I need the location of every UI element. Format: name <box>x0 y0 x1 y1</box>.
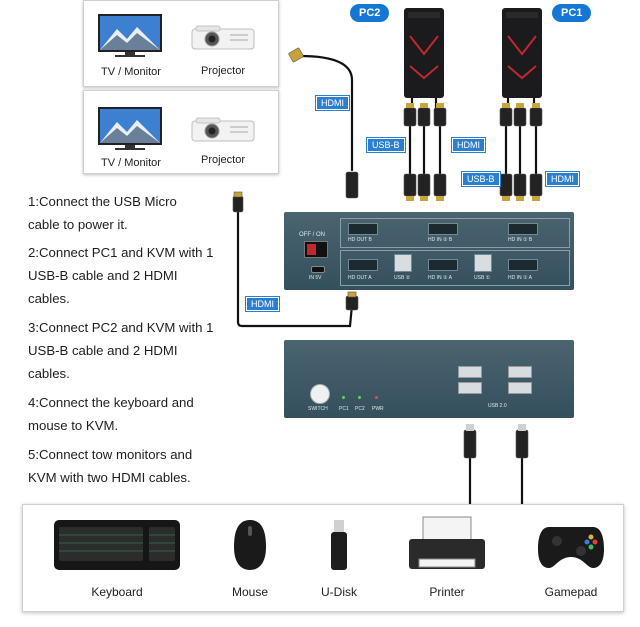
usb-port-1 <box>458 366 482 378</box>
pc2-tower-icon <box>404 8 444 98</box>
step-2: 2:Connect PC1 and KVM with 1 USB-B cable… <box>28 245 214 306</box>
projector-label: Projector <box>200 154 246 166</box>
tv-monitor-label: TV / Monitor <box>101 157 161 169</box>
switch-button[interactable] <box>310 384 330 404</box>
hdmi-tag-pc2: HDMI <box>452 138 485 152</box>
kvm-back-panel: OFF / ON IN 5V HD OUT B HD IN ② B HD IN … <box>284 212 574 290</box>
hd-out-b-port <box>348 223 378 235</box>
pc1-tower-icon <box>502 8 542 98</box>
pc1-led-label: PC1 <box>339 406 349 412</box>
usb-1-label: USB ① <box>474 275 491 281</box>
u-disk-label: U-Disk <box>321 585 357 599</box>
step-1: 1:Connect the USB Micro cable to power i… <box>28 194 177 232</box>
power-switch[interactable] <box>304 241 328 258</box>
step-5: 5:Connect tow monitors and KVM with two … <box>28 447 193 485</box>
output-panel-bottom: TV / Monitor Projector <box>83 90 279 174</box>
tv-monitor-icon <box>98 107 162 150</box>
hd-out-b-label: HD OUT B <box>348 237 372 243</box>
pc1-led <box>342 396 345 399</box>
mouse-label: Mouse <box>231 585 269 599</box>
hd-in-1a-port <box>508 259 538 271</box>
step-4: 4:Connect the keyboard and mouse to KVM. <box>28 395 194 433</box>
hd-in-1a-label: HD IN ① A <box>508 275 532 281</box>
hd-in-2b-port <box>428 223 458 235</box>
tv-monitor-label: TV / Monitor <box>101 66 161 78</box>
projector-label: Projector <box>200 65 246 77</box>
usb-b-tag-pc1: USB-B <box>462 172 500 186</box>
output-panel-top: TV / Monitor Projector <box>83 0 279 87</box>
usb-b-tag-pc2: USB-B <box>367 138 405 152</box>
usb-2-port <box>394 254 412 272</box>
pwr-led <box>375 396 378 399</box>
usb20-label: USB 2.0 <box>488 403 507 409</box>
hd-in-2a-port <box>428 259 458 271</box>
printer-label: Printer <box>429 585 465 599</box>
tv-monitor-icon <box>98 14 162 57</box>
hdmi-tag-left: HDMI <box>246 297 279 311</box>
hdmi-tag-monitor: HDMI <box>316 96 349 110</box>
kvm-front-panel: SWITCH PC1 PC2 PWR USB 2.0 <box>284 340 574 418</box>
step-3: 3:Connect PC2 and KVM with 1 USB-B cable… <box>28 320 214 381</box>
hd-in-2a-label: HD IN ② A <box>428 275 452 281</box>
mouse-icon <box>234 520 266 570</box>
pwr-led-label: PWR <box>372 406 384 412</box>
hd-in-2b-label: HD IN ② B <box>428 237 453 243</box>
micro-usb-port <box>311 266 325 273</box>
hd-in-1b-label: HD IN ① B <box>508 237 533 243</box>
u-disk-icon <box>331 520 347 570</box>
hd-in-1b-port <box>508 223 538 235</box>
pc2-led-label: PC2 <box>355 406 365 412</box>
pc1-badge: PC1 <box>552 4 592 22</box>
printer-icon <box>409 516 485 569</box>
keyboard-label: Keyboard <box>91 585 143 599</box>
usb-port-3 <box>508 366 532 378</box>
hdmi-tag-pc1: HDMI <box>546 172 579 186</box>
usb-1-port <box>474 254 492 272</box>
gamepad-icon <box>538 527 604 568</box>
in5v-label: IN 5V <box>309 275 322 281</box>
keyboard-icon <box>54 520 180 570</box>
usb-port-4 <box>508 382 532 394</box>
pc2-led <box>358 396 361 399</box>
usb-port-2 <box>458 382 482 394</box>
projector-icon <box>191 25 255 50</box>
accessories-panel: Keyboard Mouse U-Disk Printer Gamepad <box>22 504 624 612</box>
hd-out-a-label: HD OUT A <box>348 275 372 281</box>
switch-label: SWITCH <box>308 406 328 412</box>
power-switch-label: OFF / ON <box>299 232 325 238</box>
hd-out-a-port <box>348 259 378 271</box>
usb-2-label: USB ② <box>394 275 411 281</box>
gamepad-label: Gamepad <box>544 585 598 599</box>
pc2-badge: PC2 <box>350 4 390 22</box>
port-group-bottom <box>340 250 570 286</box>
port-group-top <box>340 218 570 248</box>
projector-icon <box>191 117 255 142</box>
